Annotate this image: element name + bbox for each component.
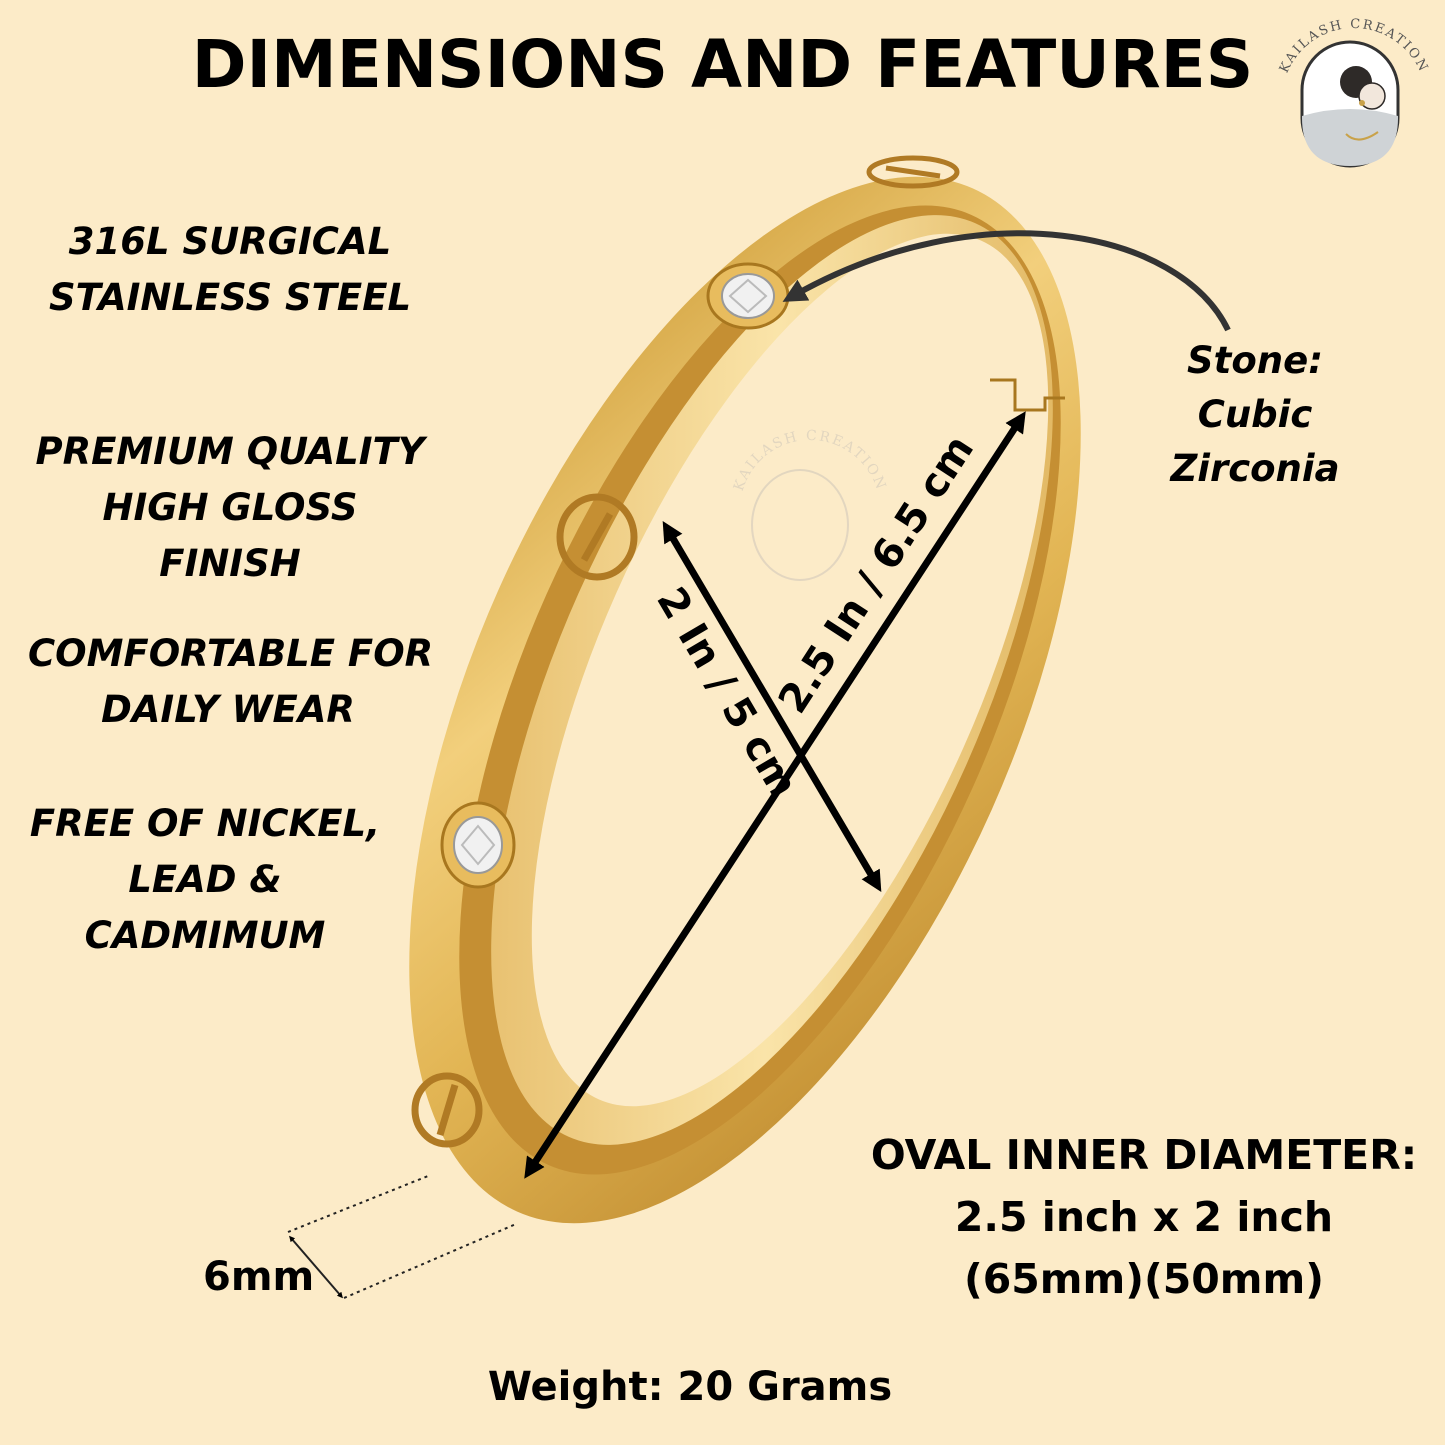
zircon-stone-icon <box>440 801 516 889</box>
feature-material: 316L SURGICAL STAINLESS STEEL <box>30 214 430 326</box>
thickness-callout <box>287 1175 517 1299</box>
arrow-icon <box>782 230 1231 332</box>
oval-size: 2.5 inch x 2 inch <box>954 1193 1334 1241</box>
feature-line: LEAD & <box>128 858 282 901</box>
screw-motif-icon <box>411 1072 483 1148</box>
oval-heading: OVAL INNER DIAMETER: <box>870 1131 1418 1179</box>
page-title: DIMENSIONS AND FEATURES <box>191 26 1254 103</box>
thickness-label: 6mm <box>203 1254 315 1300</box>
hinge-icon <box>990 378 1065 412</box>
feature-line: PREMIUM QUALITY <box>35 430 425 473</box>
feature-finish: PREMIUM QUALITY HIGH GLOSS FINISH <box>30 424 430 592</box>
feature-line: FINISH <box>159 542 301 585</box>
zircon-stone-icon <box>706 262 790 330</box>
oval-diameter-block: OVAL INNER DIAMETER: 2.5 inch x 2 inch (… <box>870 1124 1418 1310</box>
feature-line: COMFORTABLE FOR <box>28 632 434 675</box>
feature-line: CADMIMUM <box>84 914 326 957</box>
screw-motif-icon <box>866 155 960 189</box>
stone-label: Stone: <box>1187 339 1323 382</box>
feature-comfort: COMFORTABLE FOR DAILY WEAR <box>28 626 434 738</box>
feature-line: STAINLESS STEEL <box>48 276 412 319</box>
stone-callout: Stone: Cubic Zirconia <box>1110 334 1400 496</box>
feature-line: FREE OF NICKEL, <box>29 802 381 845</box>
feature-line: DAILY WEAR <box>101 688 355 731</box>
weight-label: Weight: 20 Grams <box>487 1364 893 1410</box>
oval-metric: (65mm)(50mm) <box>964 1255 1324 1303</box>
feature-hypoallergenic: FREE OF NICKEL, LEAD & CADMIMUM <box>5 796 405 964</box>
arrow-icon <box>662 520 882 893</box>
feature-line: 316L SURGICAL <box>68 220 392 263</box>
stone-value: Cubic Zirconia <box>1170 393 1340 490</box>
feature-line: HIGH GLOSS <box>102 486 358 529</box>
